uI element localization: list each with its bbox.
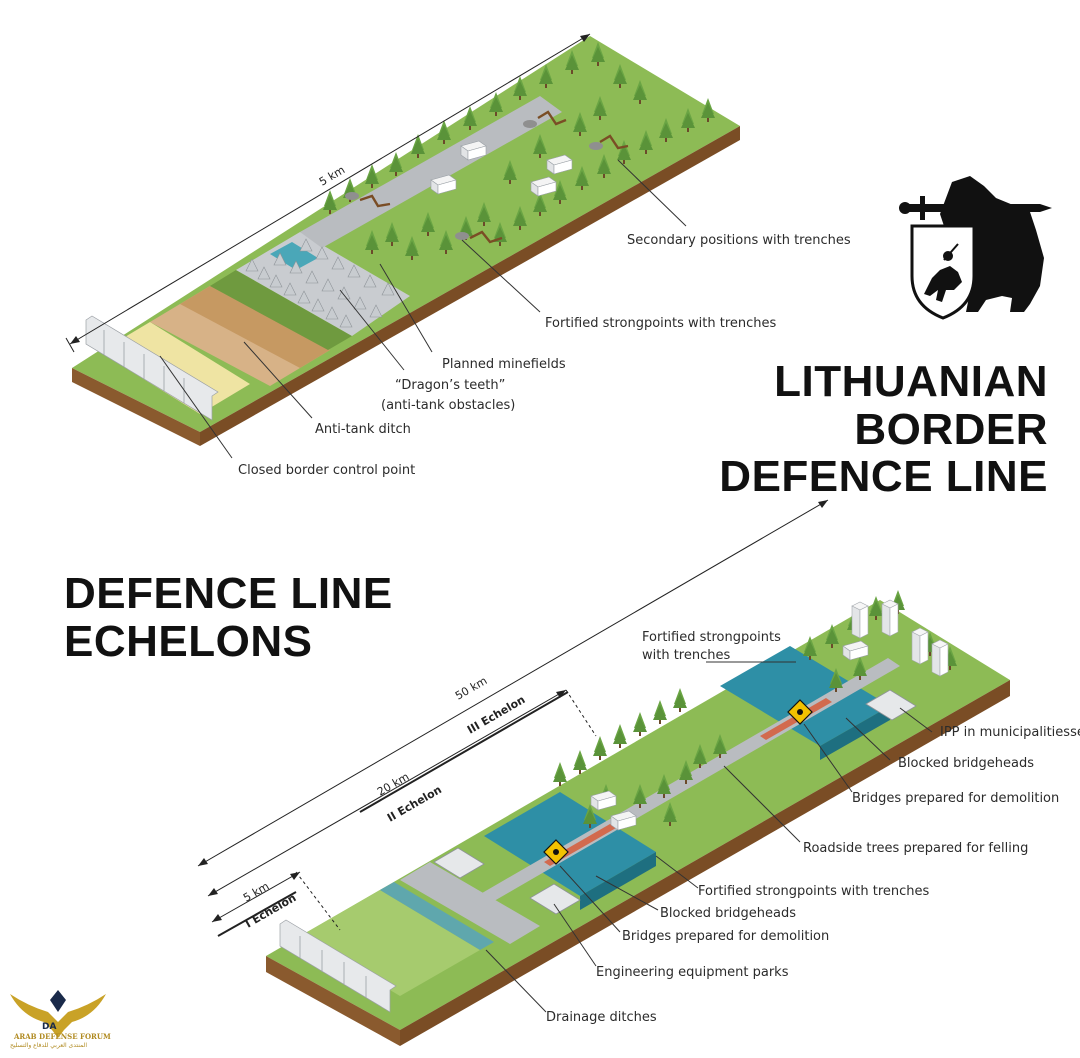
bottom-dimensions xyxy=(197,499,829,937)
sword-icon xyxy=(904,204,1040,212)
echelons-title-line2: ECHELONS xyxy=(64,616,313,666)
top-leader-lines xyxy=(159,159,687,459)
bottom-leader-lines xyxy=(485,661,933,1013)
label-bridges-demolition-top: Bridges prepared for demolition xyxy=(852,791,1059,806)
label-fortified-bottom: Fortified strongpoints with trenches xyxy=(698,884,930,899)
label-fortified-strongpoints: Fortified strongpoints with trenches xyxy=(545,316,777,331)
drainage-ditch xyxy=(380,882,494,950)
bottom-fence xyxy=(279,919,397,1013)
label-planned-minefields: Planned minefields xyxy=(442,357,566,372)
main-title: LITHUANIAN BORDER DEFENCE LINE xyxy=(612,358,1048,501)
border-fence xyxy=(85,315,219,421)
label-anti-tank-obstacles: (anti-tank obstacles) xyxy=(381,398,515,413)
label-secondary-positions: Secondary positions with trenches xyxy=(627,233,851,248)
label-dragons-teeth: “Dragon’s teeth” xyxy=(395,378,505,393)
echelons-title: DEFENCE LINE ECHELONS xyxy=(64,570,393,665)
label-ipp: IPP in municipalitiesse xyxy=(940,725,1080,740)
top-length-label: 5 km xyxy=(317,163,347,188)
main-title-line1: LITHUANIAN BORDER xyxy=(774,357,1048,454)
label-drainage-ditches: Drainage ditches xyxy=(546,1010,657,1025)
distance-20km: 20 km xyxy=(375,770,411,799)
top-trenches xyxy=(345,110,629,244)
bottom-labels: Fortified strongpoints with trenches IPP… xyxy=(546,630,1080,1025)
pond xyxy=(270,242,318,270)
equipment-parks xyxy=(433,689,917,915)
armed-forces-emblem xyxy=(899,176,1052,320)
demolition-warning-icons xyxy=(543,699,813,865)
top-labels: Secondary positions with trenches Fortif… xyxy=(238,233,851,478)
label-bridges-demolition-bottom: Bridges prepared for demolition xyxy=(622,929,829,944)
label-anti-tank-ditch: Anti-tank ditch xyxy=(315,422,411,437)
label-roadside-trees: Roadside trees prepared for felling xyxy=(803,841,1028,856)
label-fortified-top-1: Fortified strongpoints xyxy=(642,630,781,645)
bottom-dimension-arrowheads xyxy=(198,500,828,922)
top-ground-side-left xyxy=(72,368,200,446)
label-blocked-bridgeheads-top: Blocked bridgeheads xyxy=(898,756,1034,771)
watermark-arabic: المنتدى العربي للدفاع والتسليح xyxy=(10,1042,87,1049)
distance-50km: 50 km xyxy=(453,674,489,703)
label-border-control-point: Closed border control point xyxy=(238,463,415,478)
label-fortified-top-2: with trenches xyxy=(642,648,730,663)
river-upper xyxy=(720,646,890,746)
top-road xyxy=(300,96,562,248)
watermark-logo: DA ARAB DEFENSE FORUM المنتدى العربي للد… xyxy=(8,982,111,1052)
eagle-icon xyxy=(10,990,106,1038)
label-engineering-parks: Engineering equipment parks xyxy=(596,965,789,980)
distance-5km: 5 km xyxy=(241,880,271,905)
echelons-title-line1: DEFENCE LINE xyxy=(64,569,393,618)
top-ground-side-front xyxy=(200,126,740,446)
main-title-line2: DEFENCE LINE xyxy=(719,452,1048,502)
top-terrain xyxy=(72,36,740,446)
label-blocked-bridgeheads-bottom: Blocked bridgeheads xyxy=(660,906,796,921)
watermark-abbr: DA xyxy=(42,1022,57,1032)
watermark-name: ARAB DEFENSE FORUM xyxy=(14,1032,111,1041)
